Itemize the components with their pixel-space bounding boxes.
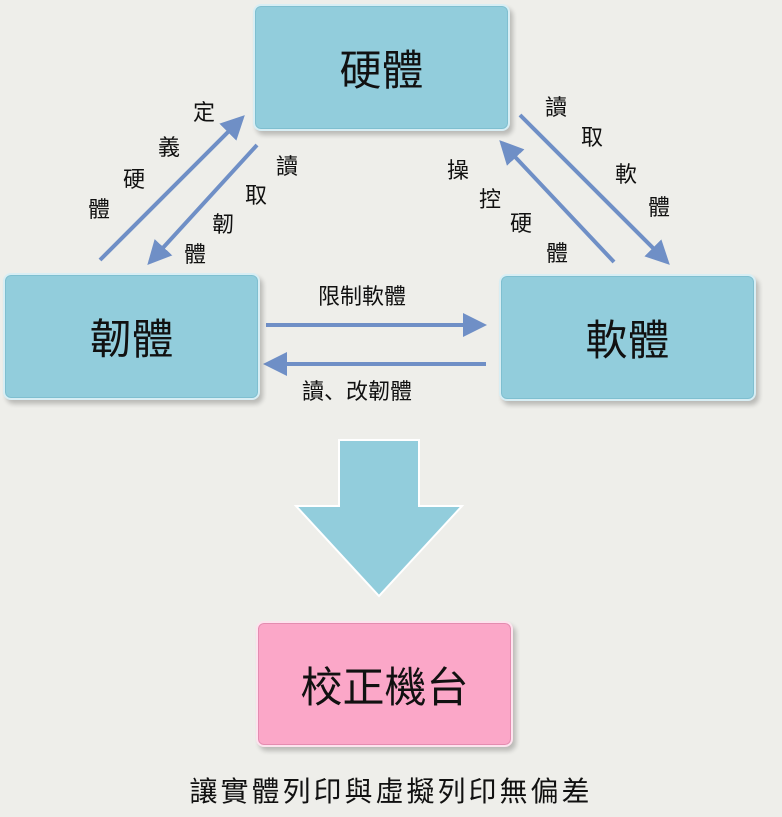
- caption: 讓實體列印與虛擬列印無偏差: [189, 775, 593, 808]
- node-software-label: 軟體: [585, 316, 670, 365]
- edge-label-char: 體: [184, 243, 207, 268]
- edge-label-char: 硬: [123, 168, 146, 193]
- edge-label-char: 操: [447, 159, 470, 184]
- big-down-arrow: [293, 439, 465, 598]
- edge-label-char: 體: [546, 242, 569, 267]
- node-calibration: 校正機台: [256, 621, 513, 747]
- edge-label-char: 取: [245, 184, 268, 209]
- edge-label-char: 硬: [510, 212, 533, 237]
- edge-label-char: 義: [158, 136, 181, 161]
- node-calibration-label: 校正機台: [300, 662, 469, 712]
- node-firmware: 韌體: [3, 273, 260, 400]
- edge-label-char: 體: [648, 196, 671, 221]
- edge-label-char: 讀: [545, 96, 568, 121]
- edge-label-software-to-firmware: 讀、改韌體: [302, 380, 413, 405]
- edge-label-firmware-to-software: 限制軟體: [318, 285, 407, 310]
- arrow-software-to-hardware: [499, 140, 616, 264]
- node-firmware-label: 韌體: [89, 315, 174, 364]
- arrow-firmware-to-hardware: [98, 115, 245, 262]
- arrow-hardware-to-firmware: [147, 143, 259, 265]
- node-hardware-label: 硬體: [339, 46, 424, 95]
- node-software: 軟體: [499, 274, 756, 401]
- edge-label-char: 取: [581, 126, 604, 151]
- edge-label-char: 體: [88, 198, 111, 223]
- arrow-hardware-to-software: [518, 113, 670, 265]
- edge-label-char: 定: [193, 101, 216, 126]
- edge-label-char: 韌: [212, 213, 235, 238]
- node-hardware: 硬體: [253, 4, 510, 131]
- edge-label-char: 控: [479, 188, 502, 213]
- edge-label-char: 讀: [276, 155, 299, 180]
- edge-label-char: 軟: [615, 163, 638, 188]
